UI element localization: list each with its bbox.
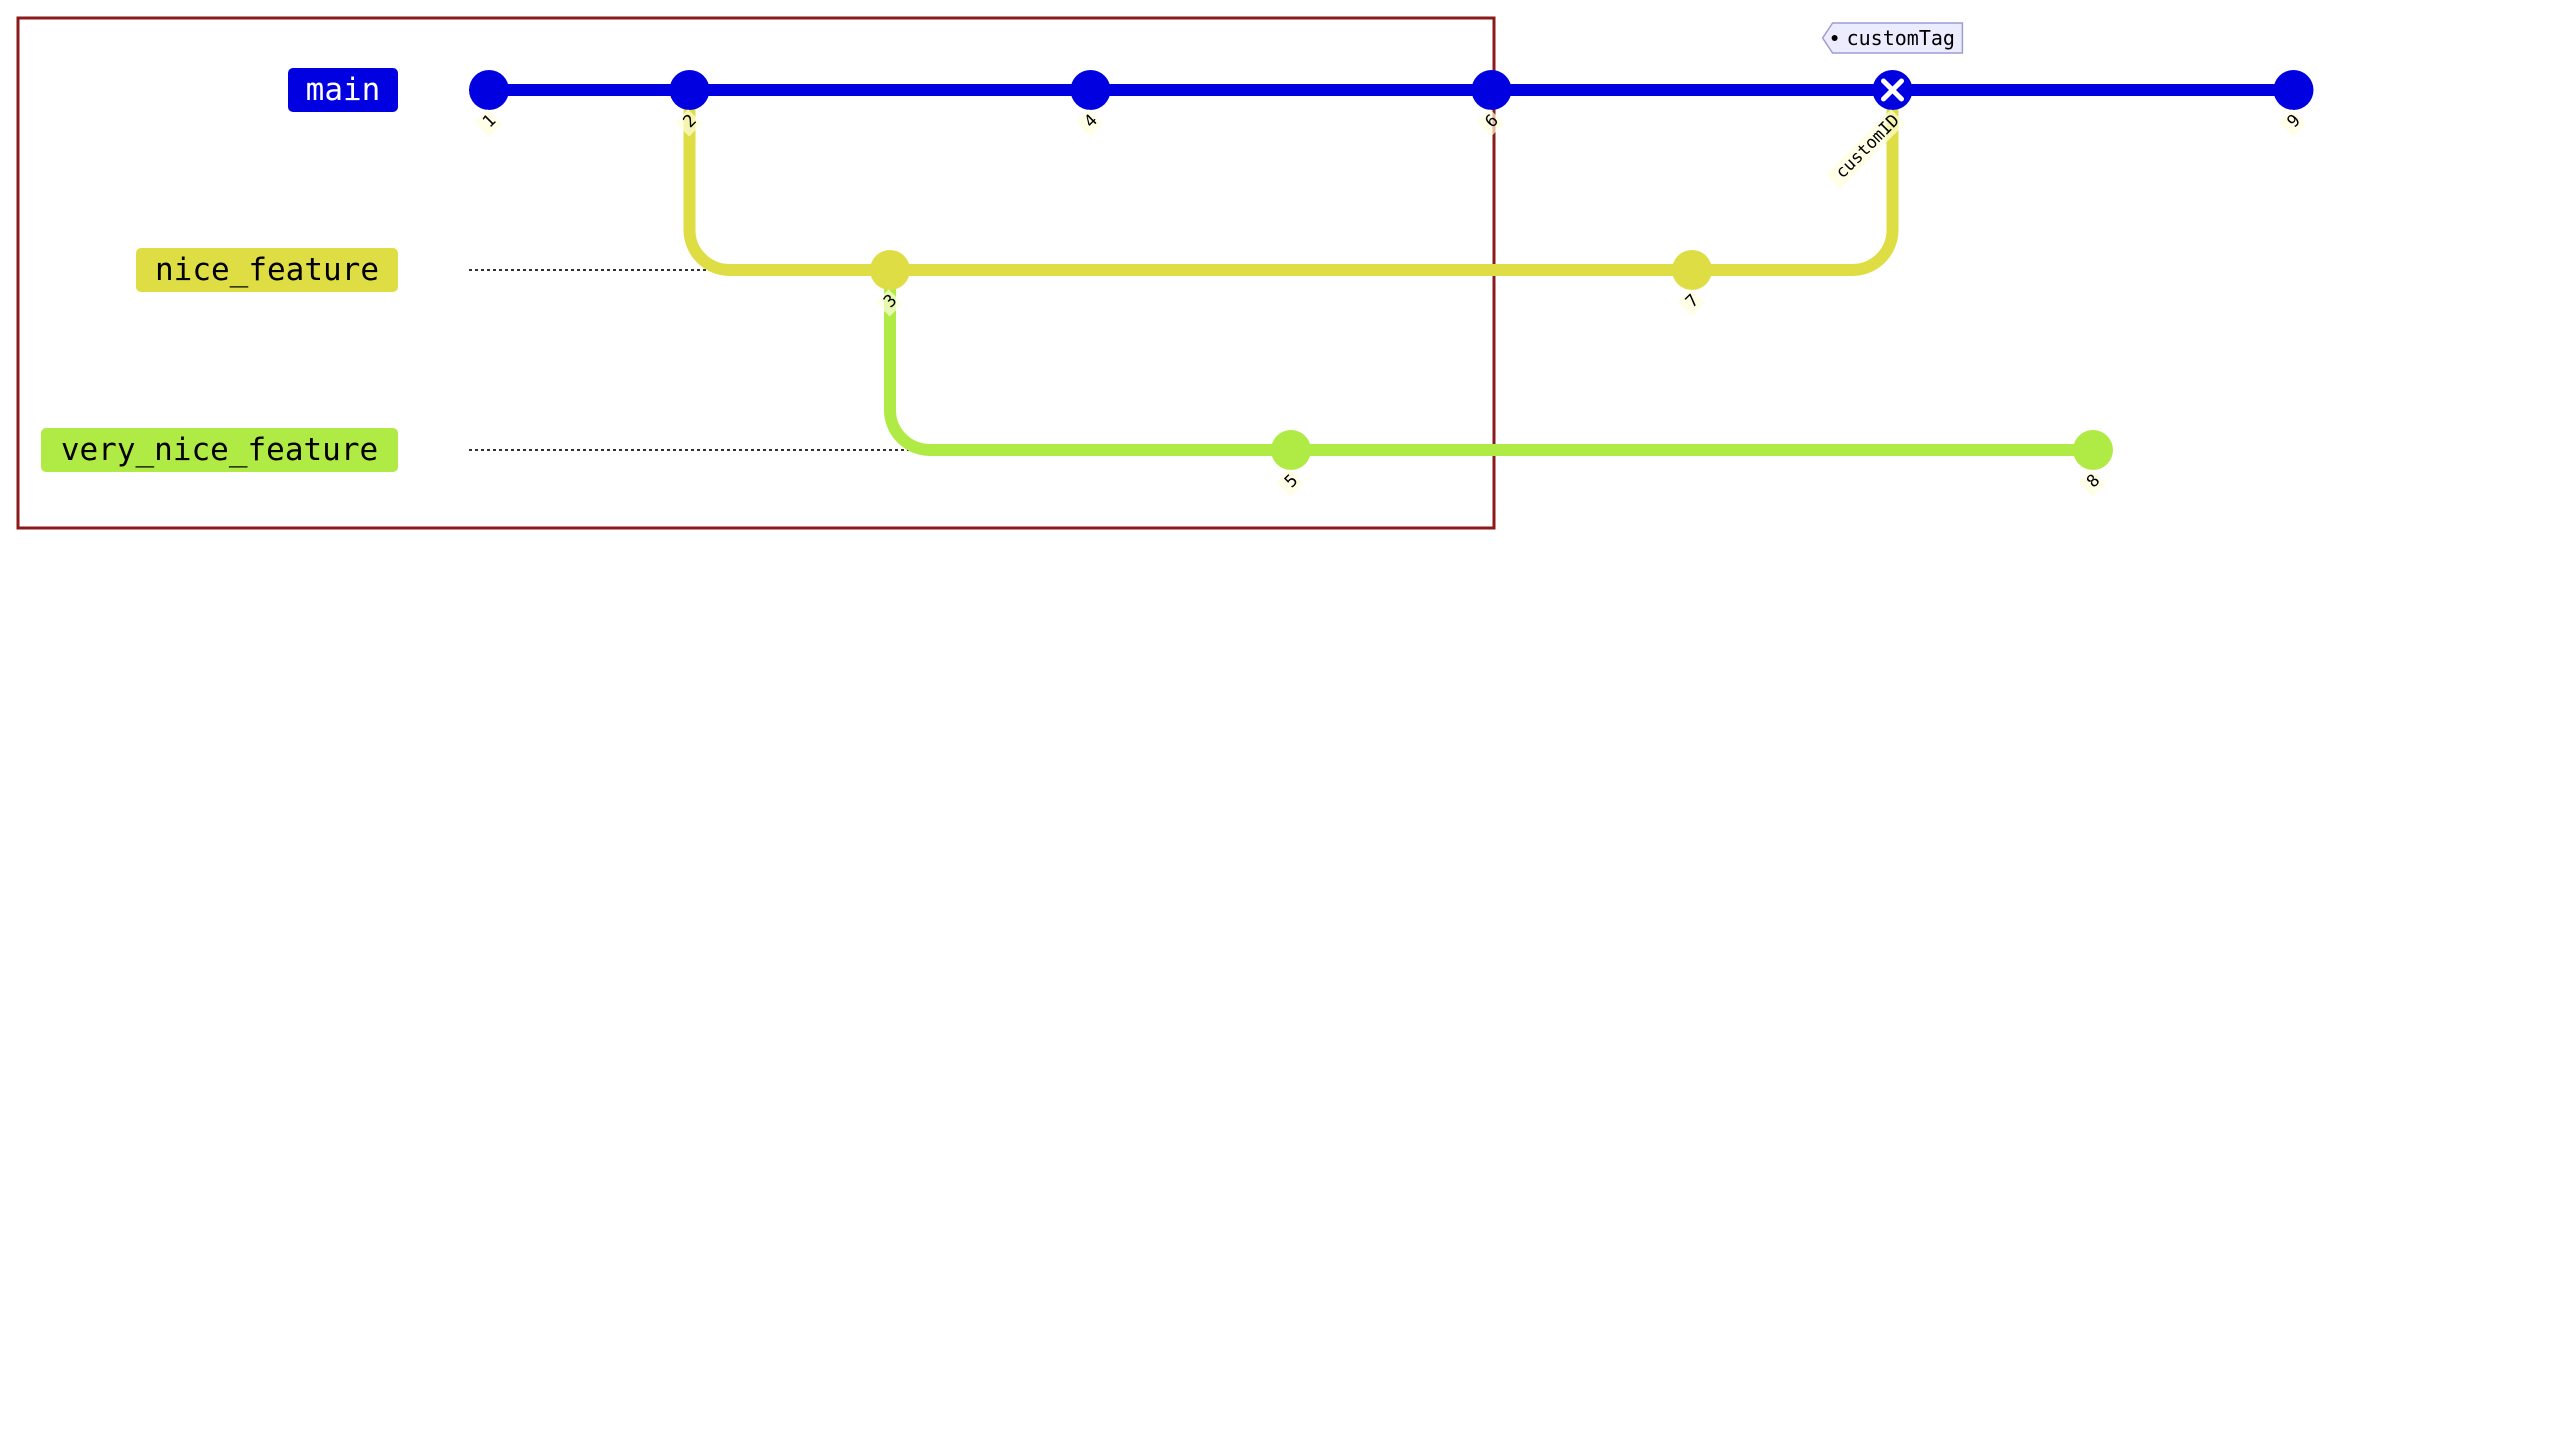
commit-7: 7 <box>1672 250 1712 317</box>
commit-dot <box>1070 70 1111 110</box>
link-7-to-customID <box>1692 90 1899 276</box>
branch-label-very_nice_feature: very_nice_feature <box>41 428 398 472</box>
commit-dot <box>1271 430 1311 470</box>
commit-label: 1 <box>474 109 502 137</box>
commit-label-bg <box>1076 109 1104 137</box>
commit-dot <box>2073 430 2113 470</box>
commit-label: 7 <box>1677 289 1705 317</box>
link-2-to-3 <box>683 90 890 276</box>
branch-label-text: nice_feature <box>155 252 379 288</box>
commit-label-bg <box>474 109 502 137</box>
branch-label-nice_feature: nice_feature <box>136 248 398 292</box>
commit-label-bg <box>875 289 903 317</box>
commit-label: 9 <box>2279 109 2307 137</box>
branch-label-text: main <box>306 72 381 108</box>
tag-hole-icon <box>1831 35 1838 41</box>
branch-label-main: main <box>288 68 398 112</box>
commit-label-bg <box>1276 469 1304 497</box>
branch-label-text: very_nice_feature <box>61 432 378 468</box>
merge-links <box>489 84 2294 456</box>
commit-label: 5 <box>1276 469 1304 497</box>
commit-dot <box>870 250 910 290</box>
commit-dot <box>669 70 710 110</box>
commit-dot <box>469 70 509 110</box>
tag-shape <box>1821 22 1964 54</box>
commit-4: 4 <box>1070 70 1111 137</box>
commit-label: 4 <box>1076 109 1104 137</box>
commit-label-bg <box>2279 109 2307 137</box>
branch-label-bg <box>41 428 398 472</box>
commit-label-bg <box>675 109 703 137</box>
commit-label: 2 <box>675 109 703 137</box>
commit-8: 8 <box>2073 430 2113 497</box>
branch-label-bg <box>136 248 398 292</box>
commit-label-bg <box>2078 469 2106 497</box>
branch-labels: main nice_feature very_nice_feature <box>41 68 398 472</box>
tag-text: customTag <box>1847 26 1955 50</box>
commit-label-bg <box>1677 289 1705 317</box>
commit-9: 9 <box>2273 70 2314 137</box>
link-3-to-5 <box>884 270 1291 456</box>
commit-2: 2 <box>669 70 710 137</box>
tags: customTag <box>1821 22 1964 54</box>
commit-1: 1 <box>469 70 509 137</box>
reverse-icon <box>1881 78 1904 102</box>
commit-label: 3 <box>875 289 903 317</box>
commit-label-bg <box>1826 109 1906 189</box>
tag-customTag: customTag <box>1821 22 1964 54</box>
commit-dot <box>1672 250 1712 290</box>
commit-dot <box>2273 70 2314 110</box>
commit-6: 6 <box>1471 70 1512 137</box>
branch-label-bg <box>288 68 398 112</box>
commit-5: 5 <box>1271 430 1311 497</box>
commit-label: 8 <box>2078 469 2106 497</box>
commit-label: 6 <box>1477 109 1505 137</box>
commit-label-bg <box>1477 109 1505 137</box>
commit-dot <box>1471 70 1512 110</box>
commit-3: 3 <box>870 250 910 317</box>
